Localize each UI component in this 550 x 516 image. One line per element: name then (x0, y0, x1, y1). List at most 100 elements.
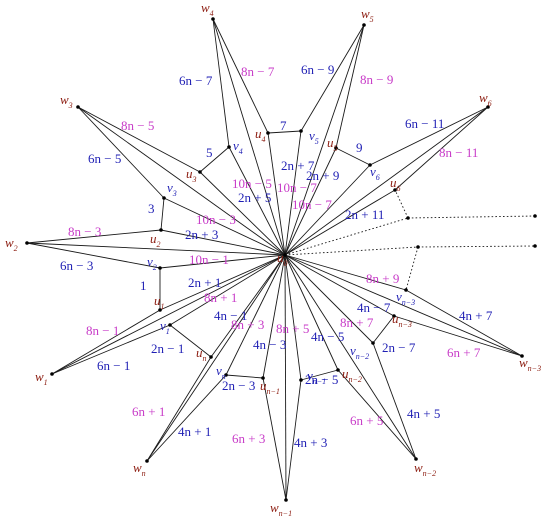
edge-u0-w6 (284, 106, 489, 256)
edge-label: 6n − 1 (97, 358, 130, 373)
vertex-label-w2: w2 (5, 235, 18, 253)
edge-wn1-un1 (262, 377, 287, 501)
edge-label: 9 (356, 140, 363, 155)
dotted-node-1 (533, 214, 537, 218)
edge-u0-wn1 (284, 254, 287, 501)
node-w1 (50, 372, 54, 376)
node-vn (224, 373, 228, 377)
vertex-label-v6: v6 (370, 164, 380, 182)
vertex-label-un3: un−3 (392, 311, 412, 329)
edge-label: 6n − 3 (60, 258, 93, 273)
node-wn (145, 459, 149, 463)
edge-u0-wn (146, 254, 286, 462)
edge-u0-w3 (77, 106, 286, 256)
node-u2 (159, 228, 163, 232)
edge-u0-w1 (51, 254, 286, 375)
edge-label: 4n + 5 (407, 406, 440, 421)
edge-u0-v5 (284, 130, 302, 256)
edge-label: 8n + 7 (340, 315, 374, 330)
edge-w3-v3 (77, 106, 165, 199)
edge-label: 2n + 7 (281, 158, 315, 173)
edge-label: 10n − 5 (232, 176, 272, 191)
edge-label: 6n + 5 (350, 413, 383, 428)
dotted-node-2 (416, 245, 420, 249)
edge-wn2-vn2 (372, 342, 417, 460)
node-un3 (392, 314, 396, 318)
edge-label: 2n + 11 (345, 207, 384, 222)
edge-label: 4n + 3 (294, 435, 327, 450)
vertex-label-u4: u4 (255, 126, 266, 144)
node-w3 (76, 105, 80, 109)
edge-label: 4n − 3 (253, 337, 286, 352)
edge-label: 8n − 7 (241, 64, 275, 79)
edge-u4-v5 (267, 130, 302, 134)
edge-label: 2n + 1 (188, 275, 221, 290)
edge-w1-v1 (51, 324, 171, 375)
edge-u2-v3 (160, 197, 165, 231)
edge-w4-u4 (212, 18, 269, 134)
vertex-label-v4: v4 (233, 138, 243, 156)
vertex-label-vn3: vn−3 (396, 289, 415, 307)
edge-label: 4n + 1 (178, 424, 211, 439)
vertex-label-v5: v5 (309, 128, 319, 146)
edge-w6-u6 (394, 106, 489, 191)
edge-label: 8n − 9 (360, 72, 393, 87)
edge-label: 6n + 1 (132, 404, 165, 419)
edge-label: 8n − 11 (439, 145, 478, 160)
edge-label: 5 (206, 145, 213, 160)
edge-u0-vn3 (284, 254, 407, 291)
node-u3 (198, 170, 202, 174)
vertex-label-w1: w1 (35, 369, 48, 387)
vertex-label-vn2: vn−2 (350, 343, 369, 361)
edge-u0-vn (225, 254, 286, 376)
edge-label: 3 (148, 201, 155, 216)
node-un2 (336, 368, 340, 372)
dotted-edge-4 (395, 191, 409, 219)
vertex-label-wn2: wn−2 (414, 460, 436, 478)
edge-w5-v5 (300, 24, 365, 132)
node-w5 (362, 23, 366, 27)
edge-u0-un3 (284, 254, 395, 317)
edge-u0-v1 (169, 254, 286, 326)
edge-label: 4n + 7 (459, 308, 493, 323)
vertex-label-w3: w3 (60, 92, 73, 110)
node-v2 (158, 266, 162, 270)
edge-w2-u2 (26, 229, 162, 244)
vertex-label-v3: v3 (167, 180, 177, 198)
edge-un3-vn2 (372, 315, 395, 344)
dotted-edge-2 (284, 246, 419, 256)
edge-wn3-un3 (393, 315, 523, 357)
edge-u0-wn2 (284, 254, 417, 460)
edge-wn-vn (146, 374, 227, 462)
node-v5 (299, 129, 303, 133)
vertex-label-v2: v2 (147, 254, 157, 272)
node-u0 (283, 253, 287, 257)
edge-u0-v4 (228, 146, 286, 256)
edge-label: 6n − 7 (179, 73, 213, 88)
edge-wn-un (146, 356, 212, 462)
vertex-label-u0: u0 (277, 250, 288, 268)
edge-label: 4n − 1 (214, 308, 247, 323)
node-w6 (486, 105, 490, 109)
edge-u5-v6 (335, 147, 371, 166)
dotted-edge-1 (407, 215, 536, 219)
edge-wn1-vn1 (285, 379, 302, 501)
edge-u0-u4 (267, 132, 286, 256)
node-u6 (393, 188, 397, 192)
node-u4 (266, 131, 270, 135)
dotted-edge-0 (284, 217, 409, 256)
vertex-label-u3: u3 (186, 166, 197, 184)
edge-u0-un2 (284, 254, 339, 371)
node-wn2 (414, 457, 418, 461)
edge-label: 2n + 3 (185, 227, 218, 242)
edge-w6-v6 (369, 106, 489, 166)
edge-label: 8n + 5 (276, 321, 309, 336)
edge-u0-v3 (163, 197, 286, 256)
vertex-label-wn1: wn−1 (270, 500, 292, 516)
edge-label: 10n − 7 (292, 197, 332, 212)
edge-u0-v6 (284, 164, 371, 256)
vertex-label-un1: un−1 (260, 378, 280, 396)
edge-label: 8n − 5 (121, 118, 154, 133)
